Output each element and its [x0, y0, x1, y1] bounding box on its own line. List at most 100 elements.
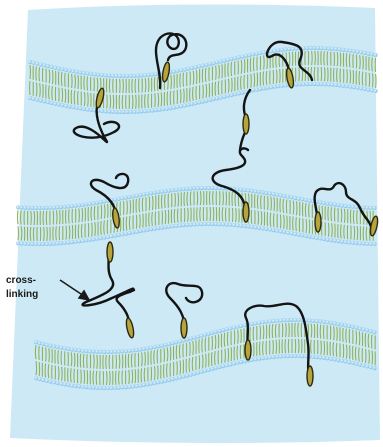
lipid-head [150, 72, 154, 76]
lipid-head [153, 345, 157, 349]
lipid-head [340, 204, 344, 208]
lipid-head [203, 333, 207, 337]
lipid-head [45, 206, 49, 210]
lipid-head [150, 108, 154, 112]
lipid-head [290, 354, 294, 358]
lipid-head [153, 381, 157, 385]
lipid-head [356, 50, 360, 54]
lipid-head [311, 235, 315, 239]
lipid-head [236, 325, 240, 329]
lipid-head [28, 60, 32, 64]
lipid-head [146, 192, 150, 196]
lipid-head [190, 66, 194, 70]
lipid-head [131, 194, 135, 198]
lipid-head [132, 74, 136, 78]
lipid-head [316, 46, 320, 50]
lipid-head [372, 242, 376, 246]
lipid-head [88, 349, 92, 353]
lipid-head [84, 349, 88, 353]
lipid-head [78, 70, 82, 74]
lipid-head [308, 199, 312, 203]
lipid-head [176, 105, 180, 109]
lipid-head [362, 327, 366, 331]
lipid-head [210, 331, 214, 335]
lipid-head [107, 110, 111, 114]
lipid-head [362, 205, 366, 209]
lipid-head [86, 107, 90, 111]
lipid-head [63, 241, 67, 245]
lipid-head [290, 318, 294, 322]
lipid-head [369, 242, 373, 246]
lipid-head [138, 193, 142, 197]
lipid-head [52, 380, 56, 384]
lipid-anchor [307, 366, 313, 386]
annotation-label-line1: cross- [6, 275, 36, 286]
lipid-head [86, 71, 90, 75]
lipid-head [174, 188, 178, 192]
lipid-head [336, 358, 340, 362]
lipid-head [149, 382, 153, 386]
lipid-head [196, 186, 200, 190]
lipid-head [340, 240, 344, 244]
lipid-head [107, 74, 111, 78]
lipid-head [182, 374, 186, 378]
lipid-head [208, 62, 212, 66]
lipid-head [164, 343, 168, 347]
lipid-head [305, 82, 309, 86]
lipid-head [136, 110, 140, 114]
lipid-head [203, 222, 207, 226]
lipid-head [347, 240, 351, 244]
lipid-head [351, 241, 355, 245]
lipid-head [356, 86, 360, 90]
lipid-head [248, 53, 252, 57]
lipid-head [327, 46, 331, 50]
lipid-head [225, 363, 229, 367]
lipid-head [329, 357, 333, 361]
lipid-head [351, 325, 355, 329]
lipid-head [282, 354, 286, 358]
lipid-head [117, 386, 121, 390]
lipid-head [363, 51, 367, 55]
lipid-head [53, 102, 57, 106]
lipid-head [132, 110, 136, 114]
lipid-head [39, 62, 43, 66]
lipid-head [318, 236, 322, 240]
lipid-head [42, 63, 46, 67]
lipid-head [77, 348, 81, 352]
lipid-head [272, 319, 276, 323]
lipid-head [178, 339, 182, 343]
lipid-head [264, 227, 268, 231]
lipid-head [236, 223, 240, 227]
lipid-head [143, 109, 147, 113]
lipid-head [161, 107, 165, 111]
lipid-head [66, 383, 70, 387]
lipid-head [59, 382, 63, 386]
lipid-head [203, 186, 207, 190]
lipid-head [192, 372, 196, 376]
lipid-head [258, 51, 262, 55]
lipid-head [244, 54, 248, 58]
lipid-head [45, 379, 49, 383]
lipid-head [38, 206, 42, 210]
lipid-head [75, 106, 79, 110]
lipid-head [304, 198, 308, 202]
lipid-head [207, 186, 211, 190]
lipid-anchor [243, 114, 249, 134]
lipid-head [333, 357, 337, 361]
lipid-head [124, 232, 128, 236]
lipid-head [59, 205, 63, 209]
lipid-head [39, 98, 43, 102]
lipid-head [81, 349, 85, 353]
lipid-head [243, 188, 247, 192]
lipid-head [344, 204, 348, 208]
lipid-head [41, 206, 45, 210]
lipid-head [172, 69, 176, 73]
lipid-head [120, 385, 124, 389]
lipid-head [66, 347, 70, 351]
lipid-head [347, 360, 351, 364]
lipid-head [282, 194, 286, 198]
lipid-head [45, 242, 49, 246]
lipid-head [214, 186, 218, 190]
lipid-head [222, 59, 226, 63]
lipid-head [156, 226, 160, 230]
